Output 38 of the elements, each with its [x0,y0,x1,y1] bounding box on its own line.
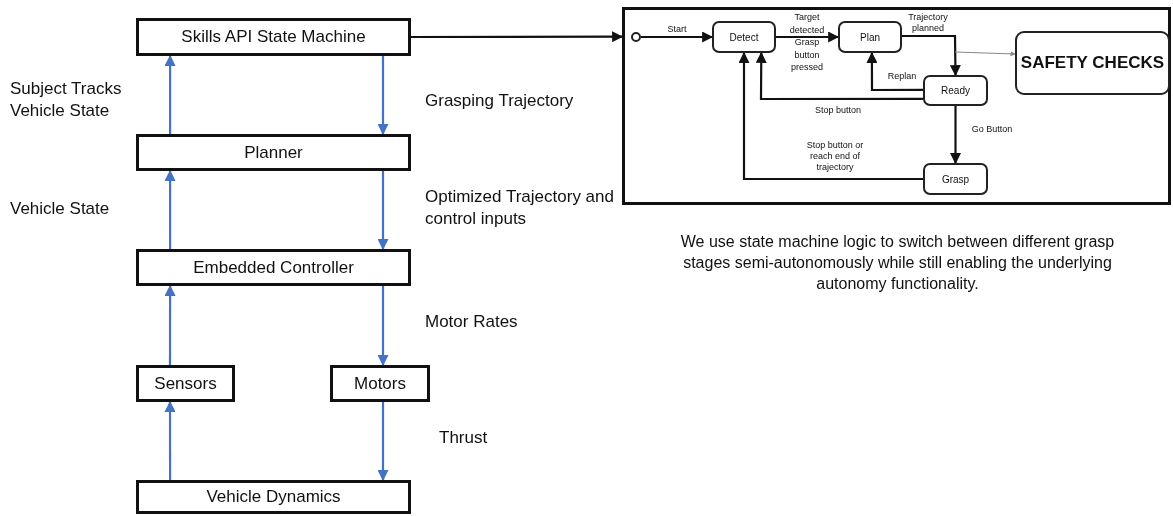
process-box: Vehicle Dynamics [136,480,411,514]
state-box: Plan [838,21,902,53]
arrow [641,31,714,43]
arrow [377,171,389,251]
process-box: Embedded Controller [136,249,411,286]
process-box: Sensors [136,365,235,402]
arrow [377,56,389,136]
arrow [755,51,923,101]
arrow [738,51,923,181]
state-box: Detect [712,21,776,53]
edge-label: Go Button [970,124,1014,135]
process-box: Motors [330,365,430,402]
arrow [377,402,389,482]
state-box: Ready [923,75,988,106]
arrow [164,54,176,134]
edge-label: Target detected Grasp button pressed [788,11,826,74]
edge-label: Start [666,24,688,35]
edge-label: Replan [886,71,918,82]
arrow [954,51,1016,57]
arrow [164,169,176,249]
arrow [776,31,840,43]
process-box: Skills API State Machine [136,18,411,56]
edge-label: Stop button or reach end of trajectory [805,140,865,173]
arrow [866,51,923,92]
arrow [164,284,176,365]
arrow [411,31,624,43]
arrow [950,106,961,165]
process-box: Planner [136,134,411,171]
state-machine-panel [622,7,1171,205]
arrow [902,34,961,77]
arrow [377,286,389,367]
state-box: Grasp [923,163,988,195]
start-state-circle [631,32,641,42]
edge-label: Stop button [813,105,862,116]
arrow [164,400,176,480]
edge-label: Trajectory planned [907,12,949,34]
caption-text: We use state machine logic to switch between different grasp stages semi-autonomously while still enabling the underlying autonomy functionality. [679,232,1116,294]
safety-box: SAFETY CHECKS [1015,31,1170,95]
